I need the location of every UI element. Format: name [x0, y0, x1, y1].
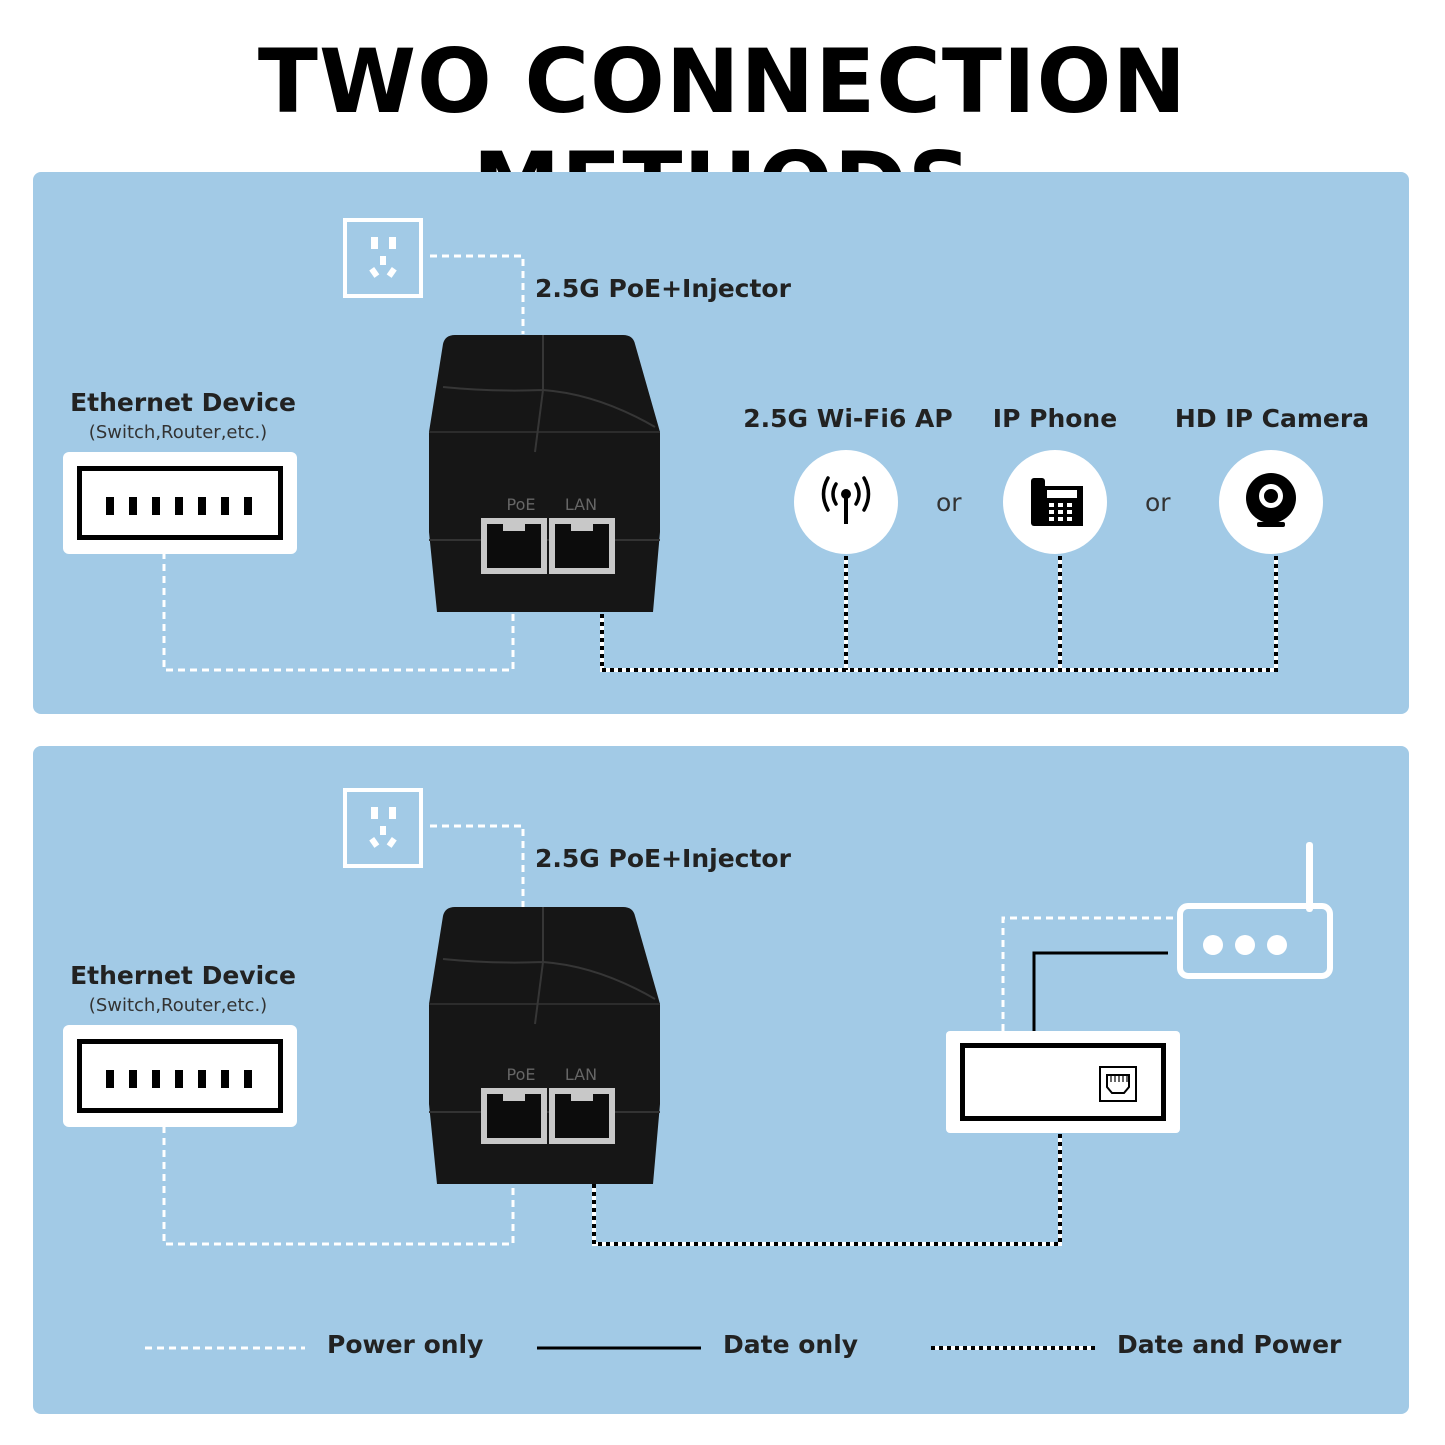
power-line: [1001, 916, 1177, 1031]
injector-label: 2.5G PoE+Injector: [535, 844, 791, 873]
power-outlet-icon: [343, 788, 423, 868]
device-label-ip-phone: IP Phone: [992, 404, 1118, 433]
phone-icon: [1003, 450, 1107, 554]
connection-lines: [162, 254, 1278, 672]
port-label-poe: PoE: [507, 495, 536, 514]
ethernet-device-sublabel: (Switch,Router,etc.): [88, 995, 268, 1016]
port-label-poe: PoE: [507, 1065, 536, 1084]
poe-injector: PoE LAN: [429, 335, 660, 612]
data-power-line: [600, 556, 1278, 672]
wall-plate-icon: [946, 1031, 1180, 1133]
wifi-ap-icon: [794, 450, 898, 554]
port-label-lan: LAN: [565, 495, 597, 514]
method-two-panel: 2.5G PoE+Injector Ethernet Device (Switc…: [33, 746, 1409, 1414]
ethernet-switch-icon: [63, 1025, 297, 1127]
ethernet-device-label: Ethernet Device: [70, 388, 296, 417]
data-power-line: [592, 1134, 1062, 1246]
ethernet-device-label: Ethernet Device: [70, 961, 296, 990]
rj45-port-icon: [1099, 1066, 1137, 1102]
ethernet-switch-icon: [63, 452, 297, 554]
power-outlet-icon: [343, 218, 423, 298]
poe-port: [481, 1088, 547, 1144]
lan-port: [549, 518, 615, 574]
router-icon: [1177, 842, 1333, 979]
or-label: or: [936, 488, 962, 517]
legend-data-only: Date only: [723, 1330, 859, 1359]
or-label: or: [1145, 488, 1171, 517]
connection-lines: [145, 824, 1177, 1350]
power-line: [162, 1126, 515, 1246]
device-label-ip-camera: HD IP Camera: [1174, 404, 1370, 433]
camera-icon: [1219, 450, 1323, 554]
poe-injector: PoE LAN: [429, 907, 660, 1184]
lan-port: [549, 1088, 615, 1144]
injector-label: 2.5G PoE+Injector: [535, 274, 791, 303]
power-line: [430, 824, 525, 908]
legend-power-only: Power only: [327, 1330, 484, 1359]
poe-port: [481, 518, 547, 574]
power-line: [162, 552, 515, 672]
legend-data-and-power: Date and Power: [1117, 1330, 1342, 1359]
port-label-lan: LAN: [565, 1065, 597, 1084]
device-label-wifi-ap: 2.5G Wi-Fi6 AP: [743, 404, 953, 433]
method-one-panel: 2.5G PoE+Injector Ethernet Device (Switc…: [33, 172, 1409, 714]
power-line: [430, 254, 525, 334]
data-line: [1032, 951, 1168, 1031]
ethernet-device-sublabel: (Switch,Router,etc.): [88, 422, 268, 443]
